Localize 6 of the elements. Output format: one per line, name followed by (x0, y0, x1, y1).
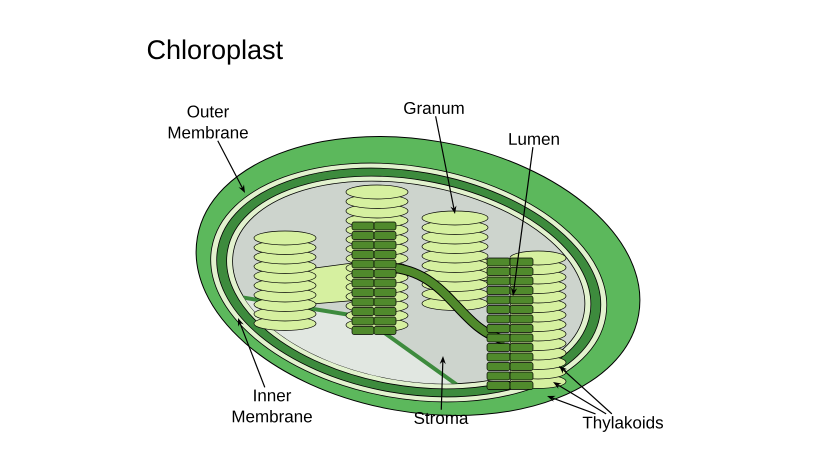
part-label: Thylakoids (582, 416, 663, 432)
part-label: Inner Membrane (232, 390, 312, 422)
part-label: Lumen (509, 133, 559, 145)
part-label: Outer Membrane (168, 105, 248, 139)
title: Chloroplast (148, 39, 283, 65)
part-label: Granum (404, 102, 464, 114)
